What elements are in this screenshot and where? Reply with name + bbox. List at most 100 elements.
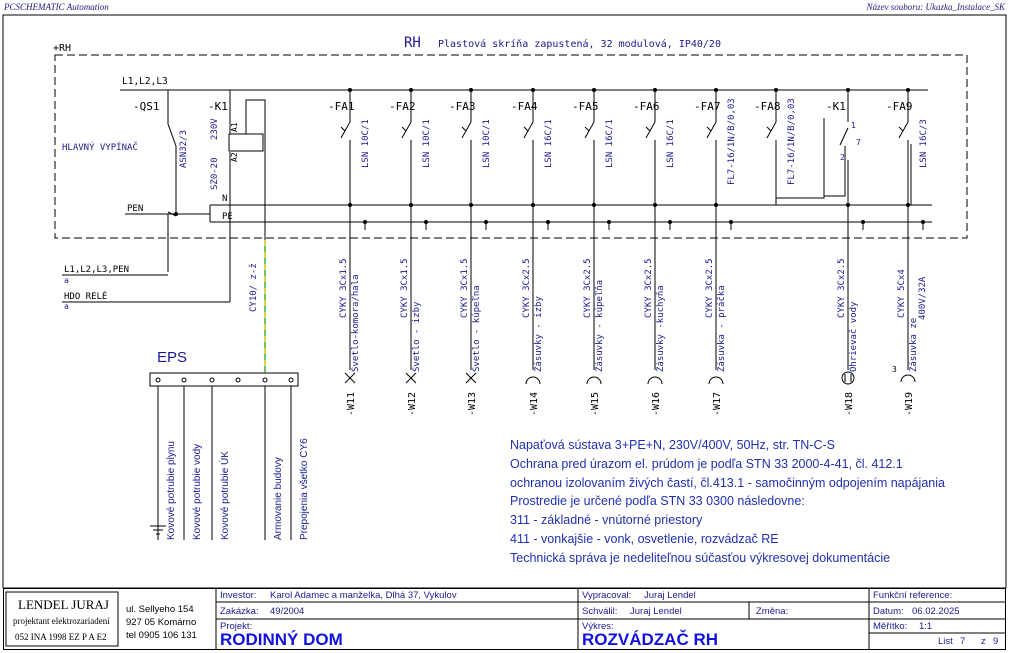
order-label: Zakázka:	[220, 606, 259, 617]
breaker-type: LSN 16C/1	[544, 119, 554, 168]
load-description: Svetlo - kúpeľna	[472, 285, 482, 372]
light-symbol	[405, 372, 417, 384]
cable-type: CYKY 3Cx2.5	[522, 258, 532, 318]
feed-label-2: HDO RELÉ	[64, 290, 107, 302]
branch-junction	[653, 88, 657, 92]
socket-symbol	[708, 376, 724, 385]
note-line: Technická správa je nedeliteľnou súčasťo…	[510, 550, 891, 565]
breaker-blade	[706, 121, 717, 139]
socket-symbol	[525, 376, 541, 385]
cable-type: CYKY 3Cx2.5	[644, 258, 654, 318]
load-description: Svetlo-komora/hala	[351, 274, 361, 372]
feed-sub-2: a	[64, 302, 69, 311]
k1-tag: -K1	[208, 100, 228, 113]
drawing-frame	[2, 14, 1007, 588]
output-label: -W17	[712, 392, 723, 416]
k1-contact-b: 2	[840, 153, 845, 162]
software-header: PCSCHEMATIC Automation	[4, 2, 109, 12]
note-line: 311 - základné - vnútorné priestory	[510, 513, 703, 528]
k1-coil	[228, 133, 264, 152]
heater-symbol	[841, 371, 855, 385]
cable-type: CYKY 3Cx1.5	[339, 258, 349, 318]
breaker-trip	[766, 126, 772, 132]
output-label: -W15	[590, 392, 601, 416]
output-label: -W13	[467, 392, 478, 416]
drawing-value: ROZVÁDZAČ RH	[582, 630, 718, 649]
k1-type: SZ0-20	[210, 157, 220, 190]
breaker-type: FL7-16/1N/B/0,03	[787, 98, 797, 185]
breaker-tag: -FA6	[633, 100, 660, 113]
breaker-tag: -FA8	[754, 100, 781, 113]
socket-symbol	[586, 376, 602, 385]
firm-city: 927 05 Komárno	[126, 617, 197, 628]
eps-title: EPS	[157, 349, 187, 366]
cabinet-description: Plastová skríňa zapustená, 32 modulová, …	[438, 38, 721, 50]
power-socket-symbol	[900, 374, 916, 383]
k1-link-wire	[823, 118, 846, 197]
load-description: Ohrievač vody	[848, 301, 859, 372]
cable-type: CYKY 3Cx1.5	[460, 258, 470, 318]
project-value: RODINNÝ DOM	[220, 630, 343, 649]
eps-items: Kovové potrubie plynu Kovové potrubie vod…	[150, 377, 310, 540]
checker-label: Schválil:	[582, 606, 618, 617]
output-label: -W18	[844, 392, 855, 416]
cabinet-code: RH	[404, 35, 421, 51]
checker-value: Juraj Lendel	[630, 606, 682, 617]
firm-phone: tel 0905 106 131	[126, 630, 197, 641]
date-label: Datum:	[873, 606, 904, 617]
title-block: LENDEL JURAJ projektant elektrozariadení…	[3, 588, 1006, 650]
breaker-trip	[340, 126, 346, 132]
breaker-blade	[401, 121, 412, 139]
breaker-tag: -FA3	[449, 100, 476, 113]
technical-notes: Napaťová sústava 3+PE+N, 230V/400V, 50Hz…	[510, 436, 945, 568]
breaker-tag: -K1	[826, 100, 846, 113]
cabinet-boundary	[54, 54, 968, 239]
breaker-blade	[584, 121, 595, 139]
sheet-value: 7	[960, 636, 966, 647]
qs1-type: ASN32/3	[179, 130, 189, 168]
fa8-to-k1	[775, 118, 825, 205]
note-line: Ochrana pred úrazom el. prúdom je podľa …	[510, 456, 903, 471]
output-label: -W19	[904, 392, 915, 416]
eps-item-label: Kovové potrubie vody	[192, 444, 203, 540]
note-line: Napaťová sústava 3+PE+N, 230V/400V, 50Hz…	[510, 438, 835, 452]
qs1-handle	[167, 211, 177, 217]
load-rating: 400V/32A	[918, 276, 928, 320]
feed-label-1: L1,L2,L3,PEN	[64, 265, 129, 275]
output-label: -W14	[529, 392, 540, 416]
investor-label: Investor:	[220, 590, 257, 601]
sheet-total: 9	[993, 636, 999, 647]
branch-junction	[469, 88, 473, 92]
eps-item-label: Kovové potrubie ÚK	[218, 451, 231, 540]
firm-name: LENDEL JURAJ	[18, 597, 109, 612]
breaker-blade	[340, 121, 351, 139]
output-label: -W11	[346, 392, 357, 416]
pen-label: PEN	[127, 204, 143, 214]
k1-contact-a: 1	[851, 121, 856, 130]
title-block-grid	[5, 588, 1006, 650]
eps-terminal	[155, 377, 161, 383]
eps-item-label: Prepojenia všetko CY6	[299, 438, 310, 540]
breaker-type: LSN 16C/1	[666, 119, 676, 168]
breaker-blade	[898, 121, 909, 139]
sheet-label: List	[938, 636, 953, 647]
pe-cable-label: CY10/ z-ž	[249, 263, 259, 312]
breaker-trip	[898, 126, 904, 132]
breaker-tag: -FA2	[389, 100, 416, 113]
load-description: Zásuvky - izby	[534, 296, 544, 372]
reference-label: Funkční reference:	[873, 590, 953, 601]
load-description: Zásuvka - práčka	[716, 285, 727, 372]
k1-contact-blade	[839, 127, 849, 146]
load-description: Zásuvky - kúpeľňa	[595, 280, 605, 372]
branch-junction	[906, 88, 910, 92]
output-label: -W12	[407, 392, 418, 416]
breaker-trip	[706, 126, 712, 132]
eps-item-label: Kovové potrubie plynu	[166, 441, 177, 540]
breaker-blade	[523, 121, 534, 139]
breaker-blade	[461, 121, 472, 139]
breaker-type: FL7-16/1N/B/0,03	[727, 98, 737, 185]
feed-sub-1: a	[64, 276, 69, 285]
firm-role: projektant elektrozariadení	[13, 616, 110, 626]
